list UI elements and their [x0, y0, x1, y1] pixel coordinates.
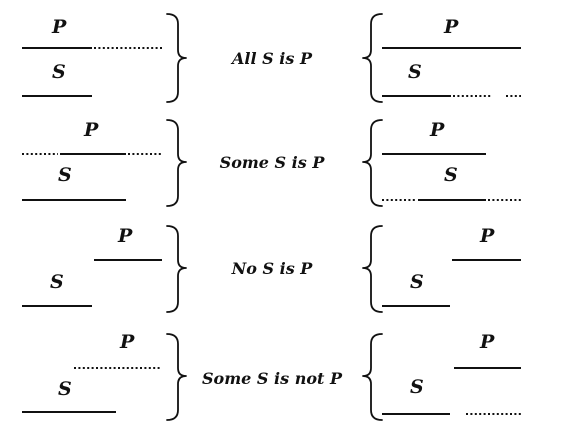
p-label: P	[429, 119, 445, 141]
row-some-s-is-not-p: P S Some S is not P P S	[22, 331, 521, 421]
p-label: P	[51, 16, 67, 38]
left-figure-some-s-is-p: P S	[22, 119, 162, 201]
left-brace	[362, 333, 383, 421]
left-brace	[362, 225, 383, 313]
right-brace	[166, 119, 187, 207]
p-label: P	[443, 16, 459, 38]
left-figure-all-s-is-p: P S	[22, 16, 162, 97]
p-label: P	[479, 225, 495, 247]
s-label: S	[58, 378, 72, 400]
right-figure-some-s-is-not-p: P S	[382, 331, 521, 415]
left-brace	[362, 119, 383, 207]
right-figure-no-s-is-p: P S	[382, 225, 521, 307]
right-brace	[166, 13, 187, 103]
row-some-s-is-p: P S Some S is P P S	[22, 119, 521, 207]
s-label: S	[50, 271, 64, 293]
left-figure-no-s-is-p: P S	[22, 225, 162, 307]
s-label: S	[410, 271, 424, 293]
p-label: P	[119, 331, 135, 353]
proposition-label: Some S is P	[220, 153, 326, 172]
proposition-label: Some S is not P	[202, 369, 343, 388]
right-brace	[166, 333, 187, 421]
right-brace	[166, 225, 187, 313]
row-no-s-is-p: P S No S is P P S	[22, 225, 521, 313]
right-figure-all-s-is-p: P S	[382, 16, 521, 97]
p-label: P	[83, 119, 99, 141]
s-label: S	[408, 61, 422, 83]
s-label: S	[52, 61, 66, 83]
s-label: S	[444, 164, 458, 186]
left-figure-some-s-is-not-p: P S	[22, 331, 162, 413]
right-figure-some-s-is-p: P S	[382, 119, 521, 201]
proposition-label: No S is P	[231, 259, 314, 278]
proposition-label: All S is P	[230, 49, 313, 68]
p-label: P	[479, 331, 495, 353]
row-all-s-is-p: P S All S is P P S	[22, 13, 521, 103]
left-brace	[362, 13, 383, 103]
s-label: S	[410, 376, 424, 398]
p-label: P	[117, 225, 133, 247]
s-label: S	[58, 164, 72, 186]
